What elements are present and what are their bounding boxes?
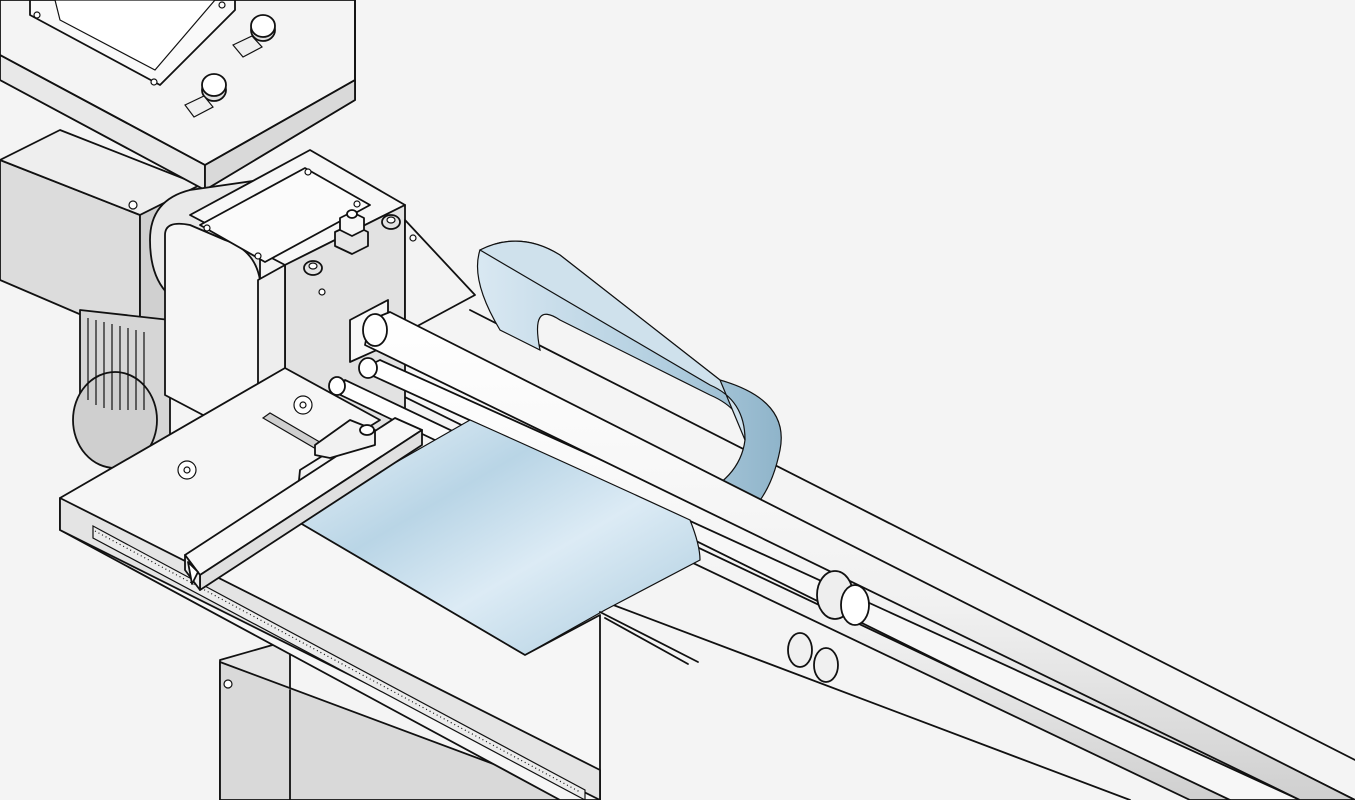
- back-gauge-icon[interactable]: [184, 417, 423, 591]
- housing-bolt: [128, 200, 138, 210]
- stand-bolt-hole: [223, 679, 233, 689]
- motor-fins: [72, 309, 171, 469]
- control-panel-icon: [29, 0, 236, 86]
- indicator-plate: [184, 95, 214, 118]
- sheet-metal-icon: [293, 419, 701, 665]
- control-box: [0, 0, 356, 191]
- indicator-plate: [232, 35, 263, 58]
- ruler-scale-icon: [92, 524, 586, 800]
- bolt-icon: [334, 209, 369, 255]
- control-knob-icon[interactable]: [201, 73, 227, 102]
- bolt-icon: [381, 214, 401, 230]
- control-knob-icon[interactable]: [250, 14, 276, 42]
- roller-icon: [362, 311, 1355, 800]
- bolt-icon: [303, 260, 323, 276]
